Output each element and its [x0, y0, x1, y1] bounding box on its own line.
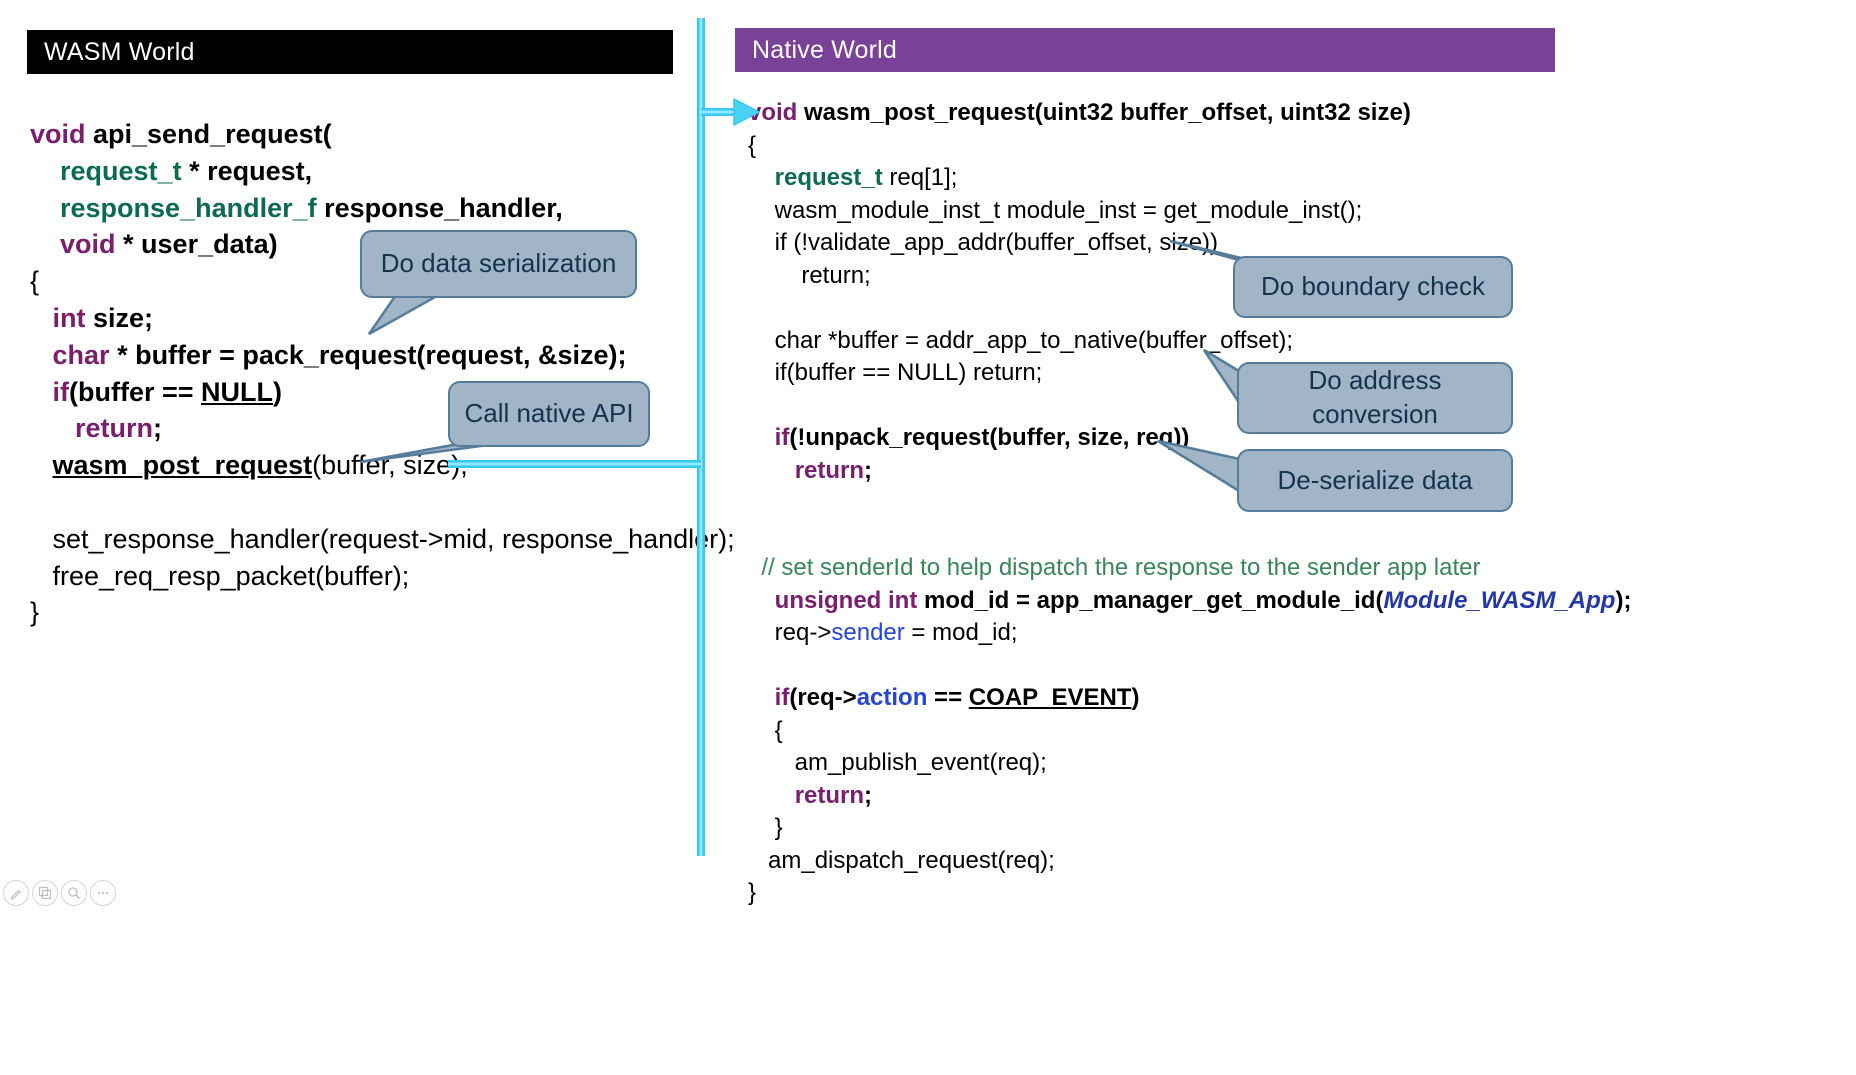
callout-do-boundary-check: Do boundary check	[1233, 256, 1513, 318]
code-line: }	[748, 814, 783, 841]
code-line: void * user_data)	[60, 229, 278, 260]
presenter-controls	[3, 880, 116, 906]
code-line: {	[30, 266, 40, 297]
code-line	[30, 484, 735, 521]
code-line: return;	[794, 781, 873, 809]
code-line: void wasm_post_request(uint32 buffer_off…	[748, 99, 1411, 126]
code-line: set_response_handler(request->mid, respo…	[30, 523, 735, 554]
code-line: wasm_post_request(buffer, size);	[52, 450, 468, 481]
code-line: response_handler_f response_handler,	[60, 192, 563, 223]
code-line: void api_send_request(	[30, 119, 332, 149]
callout-text: Call native API	[464, 398, 634, 429]
code-line: return;	[794, 456, 873, 484]
slide-grid-icon[interactable]	[32, 880, 58, 906]
code-line: am_dispatch_request(req);	[748, 846, 1055, 874]
code-line: {	[748, 716, 783, 744]
code-line: wasm_module_inst_t module_inst = get_mod…	[748, 196, 1363, 224]
code-line: free_req_resp_packet(buffer);	[30, 560, 410, 591]
callout-text: Do address conversion	[1308, 365, 1442, 429]
wasm-code-block: void api_send_request( request_t * reque…	[30, 116, 735, 631]
code-line: return;	[748, 261, 871, 289]
code-line: request_t * request,	[60, 155, 313, 186]
code-line: if(buffer == NULL) return;	[748, 359, 1043, 386]
code-line: {	[748, 131, 757, 159]
native-world-title: Native World	[752, 35, 898, 64]
code-line: if(!unpack_request(buffer, size, req))	[774, 424, 1190, 451]
code-line: }	[30, 597, 40, 628]
native-code-block: void wasm_post_request(uint32 buffer_off…	[748, 97, 1631, 910]
callout-text: De-serialize data	[1277, 464, 1473, 495]
pen-icon[interactable]	[3, 880, 29, 906]
callout-text: Do boundary check	[1260, 271, 1486, 302]
zoom-icon[interactable]	[61, 880, 87, 906]
callout-de-serialize-data: De-serialize data	[1237, 449, 1513, 512]
code-line: char *buffer = addr_app_to_native(buffer…	[748, 326, 1294, 354]
code-line	[748, 520, 1631, 553]
code-line: am_publish_event(req);	[748, 749, 1047, 776]
code-line: int size;	[52, 302, 154, 333]
wasm-world-title: WASM World	[44, 37, 195, 66]
code-line: return;	[75, 413, 163, 444]
code-line: // set senderId to help dispatch the res…	[748, 554, 1481, 581]
code-line: }	[748, 879, 757, 906]
more-options-icon[interactable]	[90, 880, 116, 906]
code-line: char * buffer = pack_request(request, &s…	[52, 339, 627, 370]
code-line: req->sender = mod_id;	[748, 619, 1018, 646]
code-line: if (!validate_app_addr(buffer_offset, si…	[748, 229, 1219, 256]
code-line: unsigned int mod_id = app_manager_get_mo…	[774, 586, 1632, 614]
callout-do-address-conversion: Do address conversion	[1237, 362, 1513, 434]
native-world-header: Native World	[735, 28, 1555, 72]
code-line	[748, 650, 1631, 683]
callout-text: Do data serialization	[380, 248, 617, 279]
wasm-world-header: WASM World	[27, 30, 673, 74]
code-line: if(req->action == COAP_EVENT)	[774, 684, 1140, 711]
code-line: request_t req[1];	[774, 164, 958, 191]
code-line: if(buffer == NULL)	[52, 376, 283, 407]
callout-call-native-api: Call native API	[448, 381, 650, 447]
callout-do-data-serialization: Do data serialization	[360, 230, 637, 298]
